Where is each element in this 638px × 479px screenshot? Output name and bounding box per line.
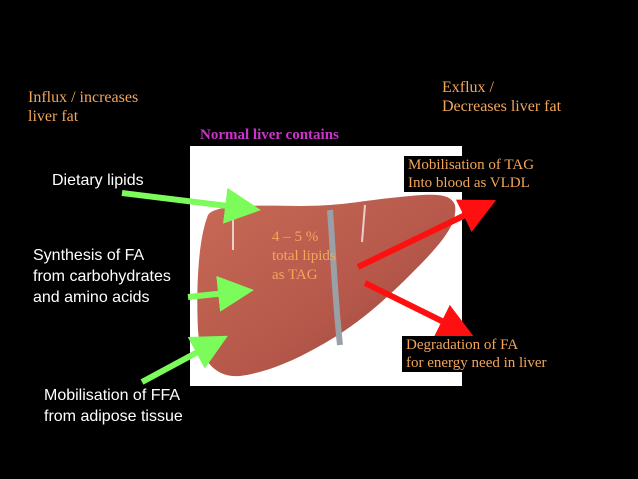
influx-heading: Influx / increases liver fat [28, 89, 139, 126]
output-vldl: Mobilisation of TAG Into blood as VLDL [404, 156, 539, 192]
liver-title: Normal liver contains [200, 127, 339, 143]
input-synthesis-fa: Synthesis of FA from carbohydrates and a… [33, 247, 171, 306]
arrow-synthesis-fa [187, 275, 254, 312]
output-degradation: Degradation of FA for energy need in liv… [402, 336, 551, 372]
hepatic-vessel-right [361, 204, 366, 243]
arrow-to-vldl [356, 199, 497, 270]
exflux-heading: Exflux / Decreases liver fat [442, 79, 562, 116]
arrow-mobilisation-ffa [140, 335, 228, 385]
input-dietary-lipids: Dietary lipids [52, 172, 144, 189]
falciform-ligament [327, 209, 343, 346]
arrow-to-degradation [363, 280, 475, 338]
arrow-dietary-lipids [121, 187, 261, 224]
input-mobilisation-ffa: Mobilisation of FFA from adipose tissue [44, 387, 183, 425]
liver-lipid-content: 4 – 5 % total lipids as TAG [272, 229, 336, 283]
liver-shape [197, 194, 456, 377]
